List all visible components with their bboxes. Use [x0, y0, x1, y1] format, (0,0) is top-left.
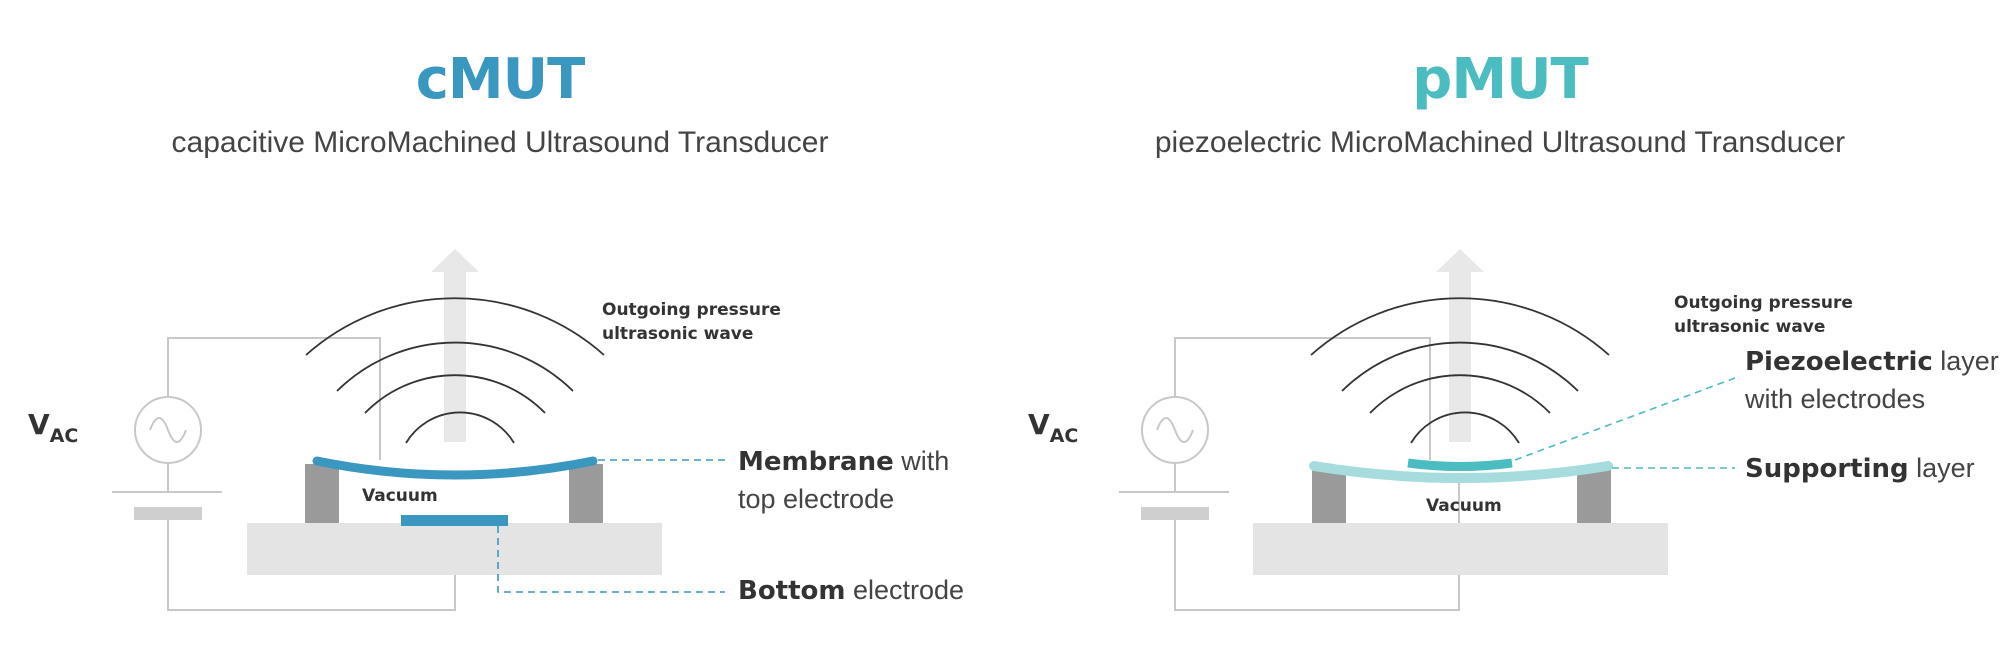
cmut-bottom-electrode — [401, 515, 508, 526]
pmut-post-right — [1577, 470, 1611, 523]
up-arrow-icon — [1436, 249, 1484, 442]
pmut-battery-plate — [1141, 507, 1209, 520]
cmut-vac-label: VAC — [28, 408, 79, 447]
cmut-membrane — [312, 456, 598, 480]
cmut-subtitle: capacitive MicroMachined Ultrasound Tran… — [171, 126, 829, 159]
cmut-substrate — [247, 523, 662, 575]
pmut-diagram — [1119, 249, 1736, 611]
cmut-title: cMUT — [415, 47, 586, 112]
pmut-vacuum-label: Vacuum — [1426, 496, 1502, 516]
cmut-bottom-electrode-callout: Bottom electrode — [738, 575, 965, 606]
pmut-supporting-layer — [1309, 461, 1613, 483]
ac-source-icon — [1141, 396, 1209, 464]
pmut-panel: pMUT piezoelectric MicroMachined Ultraso… — [1000, 0, 2000, 668]
cmut-leader-lines — [497, 459, 725, 593]
pmut-title: pMUT — [1412, 47, 1588, 112]
pmut-piezo-layer — [1407, 458, 1513, 471]
pmut-support-callout: Supporting layer — [1745, 453, 1975, 484]
wave-arcs-icon — [1310, 297, 1610, 444]
cmut-post-left — [305, 464, 339, 523]
pmut-substrate — [1253, 523, 1668, 575]
pmut-post-left — [1312, 470, 1346, 523]
cmut-diagram — [112, 249, 725, 611]
cmut-battery-plate — [134, 507, 202, 520]
cmut-panel: cMUT capacitive MicroMachined Ultrasound… — [28, 47, 965, 611]
pmut-leader-lines — [1514, 377, 1736, 469]
pmut-vac-label: VAC — [1028, 408, 1079, 447]
cmut-vacuum-label: Vacuum — [362, 486, 438, 506]
pmut-piezo-callout: Piezoelectric layer with electrodes — [1745, 346, 1999, 414]
cmut-wave-label: Outgoing pressure ultrasonic wave — [602, 300, 781, 344]
pmut-wave-label: Outgoing pressure ultrasonic wave — [1674, 293, 1853, 337]
pmut-subtitle: piezoelectric MicroMachined Ultrasound T… — [1154, 126, 1846, 159]
wave-arcs-icon — [305, 297, 605, 444]
ac-source-icon — [134, 396, 202, 464]
cmut-membrane-callout: Membrane with top electrode — [738, 446, 950, 514]
up-arrow-icon — [431, 249, 479, 442]
cmut-post-right — [569, 464, 603, 523]
